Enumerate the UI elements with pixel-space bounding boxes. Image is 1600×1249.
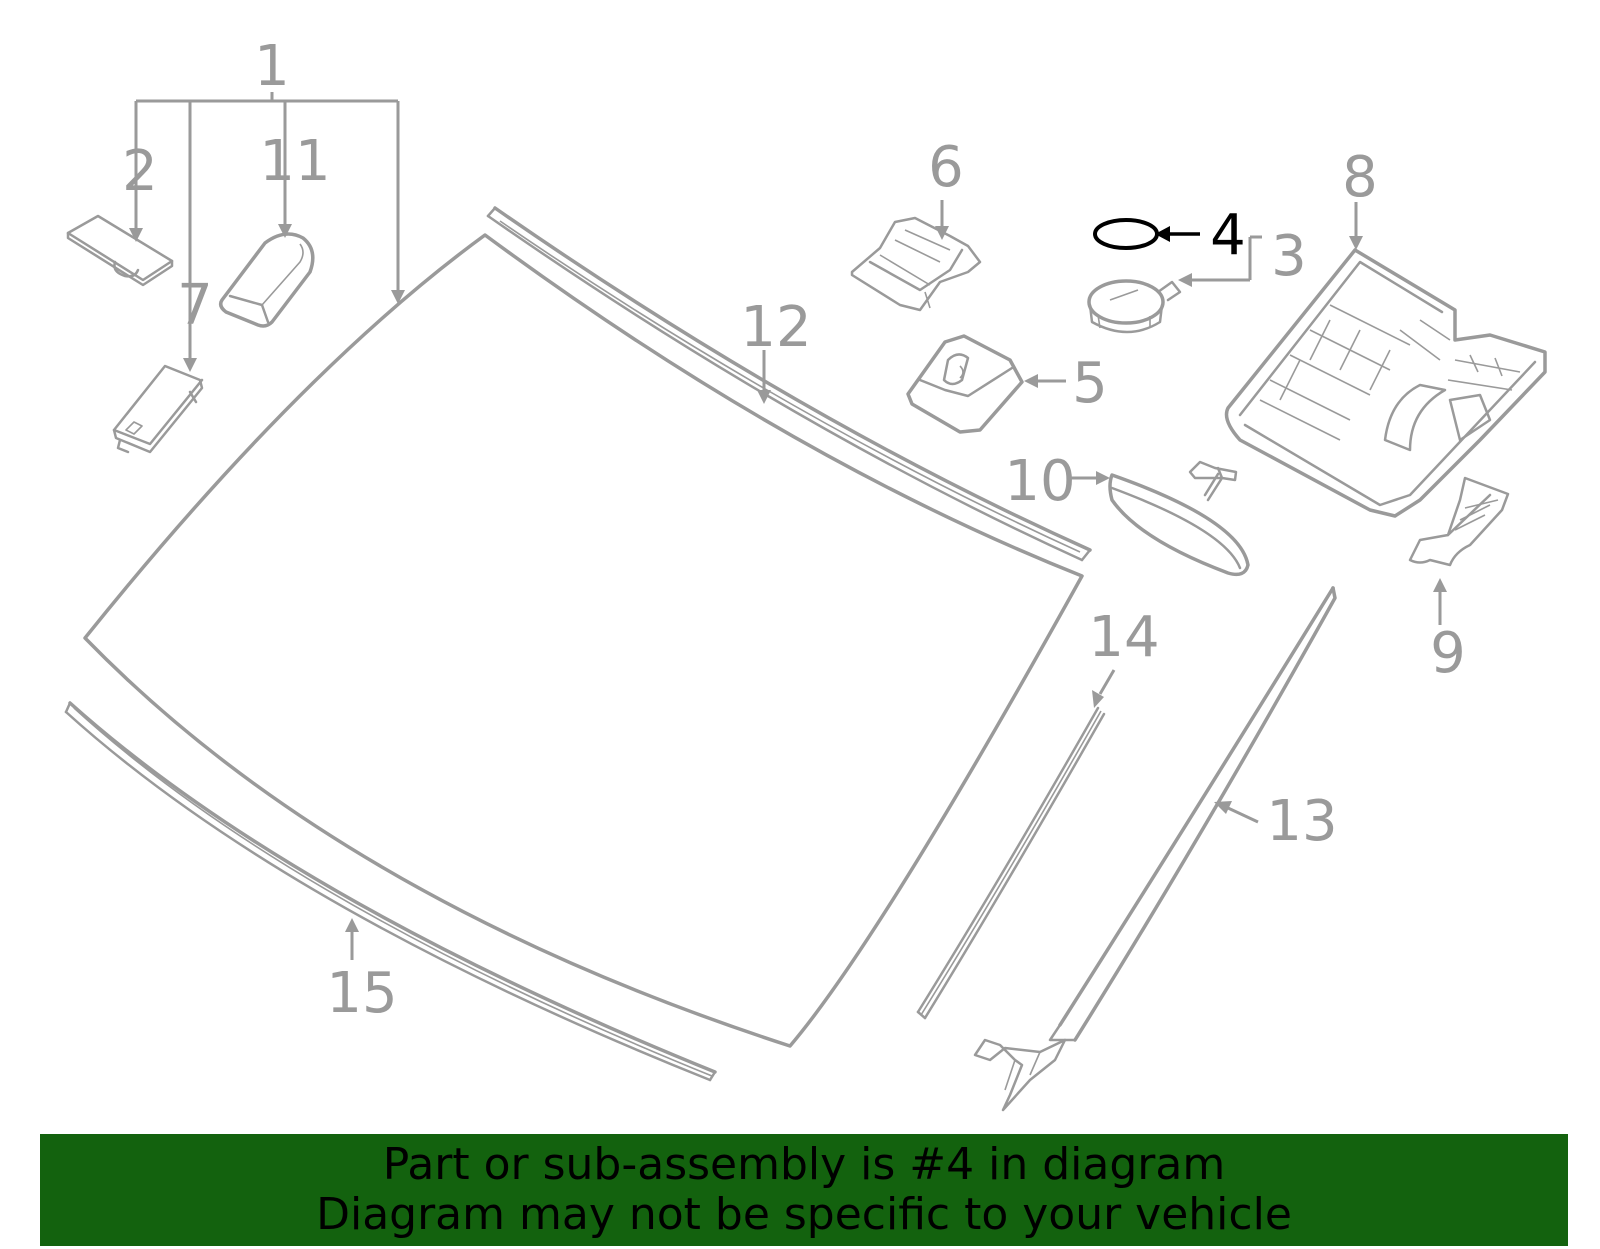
- bracket-sensor-part-7: [112, 364, 204, 454]
- arrow-13: [1214, 801, 1232, 814]
- arrow-12: [757, 390, 771, 404]
- callout-4: 4: [1210, 203, 1246, 268]
- windshield-glass: [83, 233, 1084, 1048]
- arrow-6: [935, 226, 949, 240]
- info-banner: Part or sub-assembly is #4 in diagram Di…: [40, 1134, 1568, 1246]
- sensor-housing-part-5: [906, 334, 1024, 434]
- side-strip-part-14: [916, 706, 1106, 1020]
- arrow-9: [1433, 578, 1447, 592]
- callout-15: 15: [326, 961, 397, 1026]
- upper-molding-part-12: [486, 206, 1092, 562]
- leader-line-14: [1098, 669, 1116, 695]
- banner-line-1: Part or sub-assembly is #4 in diagram: [382, 1139, 1226, 1190]
- rear-view-mirror-part-10: [1108, 460, 1250, 577]
- pillar-garnish-part-13: [973, 586, 1337, 1112]
- banner-line-2: Diagram may not be specific to your vehi…: [316, 1189, 1292, 1240]
- rain-sensor-part-3: [1087, 279, 1182, 334]
- callout-1: 1: [254, 34, 290, 99]
- sensor-plate-part-2: [66, 214, 174, 287]
- callout-3: 3: [1271, 224, 1307, 289]
- arrow-8: [1349, 236, 1363, 250]
- arrow-10: [1096, 471, 1110, 485]
- arrow-11: [278, 224, 292, 238]
- arrow-14: [1092, 690, 1104, 708]
- arrow-2: [129, 228, 143, 242]
- callout-9: 9: [1430, 621, 1466, 686]
- arrow-3: [1178, 273, 1192, 287]
- callout-7: 7: [177, 273, 213, 338]
- callout-5: 5: [1072, 351, 1108, 416]
- o-ring-part-4: [1093, 218, 1159, 250]
- callout-13: 13: [1266, 789, 1337, 854]
- leader-line-1: [134, 92, 400, 358]
- callout-8: 8: [1342, 145, 1378, 210]
- callout-12: 12: [740, 295, 811, 360]
- sensor-cover-part-11: [218, 232, 315, 328]
- callout-11: 11: [259, 129, 330, 194]
- trim-bracket-part-9: [1408, 476, 1510, 567]
- arrow-5: [1024, 374, 1038, 388]
- leader-line-13: [1227, 806, 1259, 824]
- callout-2: 2: [122, 139, 158, 204]
- callout-14: 14: [1088, 605, 1159, 670]
- lower-molding-part-15: [64, 701, 717, 1082]
- leader-line-3: [1190, 235, 1262, 282]
- arrow-15: [345, 918, 359, 932]
- camera-bracket-part-6: [850, 216, 982, 312]
- callout-10: 10: [1004, 449, 1075, 514]
- arrow-1-glass: [391, 290, 405, 304]
- arrow-7: [183, 358, 197, 372]
- arrow-4: [1155, 226, 1170, 242]
- overhead-console-part-8: [1224, 248, 1547, 518]
- callout-6: 6: [928, 135, 964, 200]
